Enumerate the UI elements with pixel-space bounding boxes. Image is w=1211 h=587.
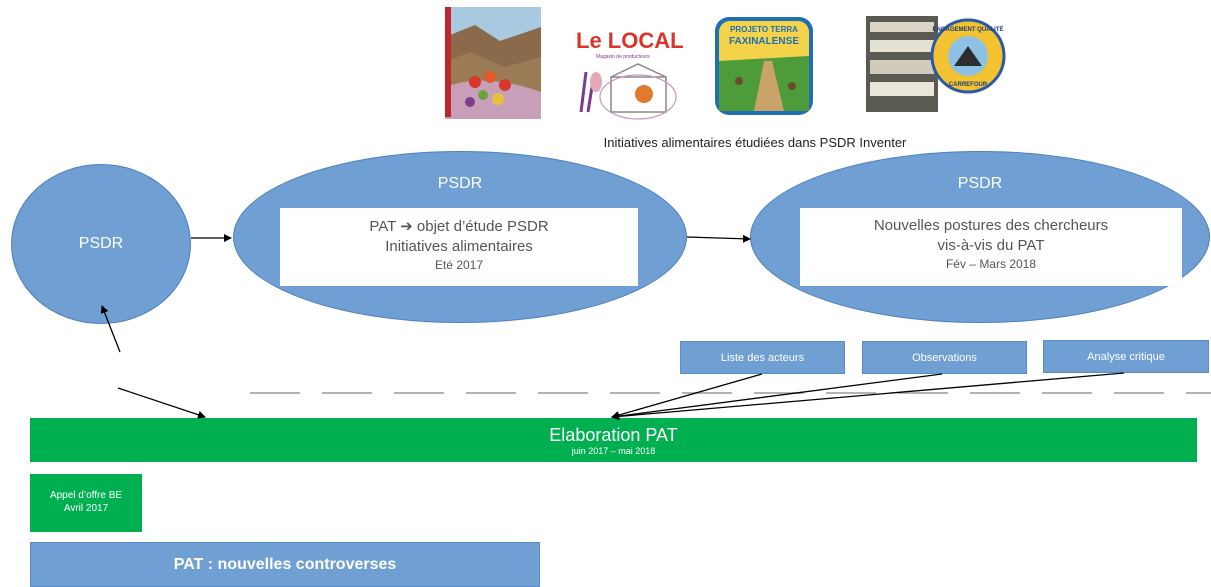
terra-faxinalense-logo: PROJETO TERRA FAXINALENSE <box>714 16 814 116</box>
initiatives-caption: Initiatives alimentaires étudiées dans P… <box>603 135 907 150</box>
middle-line2: Initiatives alimentaires <box>385 238 533 255</box>
arrow-observations-to-elaboration <box>611 373 943 421</box>
le-local-logo: Le LOCAL Magasin de producteurs <box>566 12 686 124</box>
carrefour-quality-logo: ENGAGEMENT QUALITÉ CARREFOUR <box>866 16 1006 112</box>
right-line3: Fév – Mars 2018 <box>945 257 1037 271</box>
analyse-critique-box: Analyse critique <box>1043 340 1209 373</box>
psdr-right-title: PSDR <box>957 175 1003 192</box>
liste-acteurs-box: Liste des acteurs <box>680 341 845 374</box>
psdr-left-ellipse: PSDR <box>11 164 191 324</box>
arrow-to-elaboration <box>117 387 206 419</box>
right-line2: vis-à-vis du PAT <box>937 237 1045 254</box>
terra-top-text: PROJETO TERRA <box>730 25 798 34</box>
le-local-wordmark: Le LOCAL <box>576 28 684 53</box>
poster-logo-image <box>445 7 541 131</box>
engagement-text: ENGAGEMENT QUALITÉ <box>932 25 1003 33</box>
appel-offre-line2: Avril 2017 <box>63 503 109 514</box>
psdr-left-label: PSDR <box>78 235 124 252</box>
middle-line1: PAT ➔ objet d’étude PSDR <box>369 218 549 235</box>
arrow-middle-to-right <box>686 234 751 243</box>
elaboration-pat-bar: Elaboration PAT juin 2017 – mai 2018 <box>30 418 1197 462</box>
elaboration-dates: juin 2017 – mai 2018 <box>571 446 656 456</box>
observations-box: Observations <box>862 341 1027 374</box>
appel-offre-box: Appel d’offre BE Avril 2017 <box>30 474 142 532</box>
elaboration-title: Elaboration PAT <box>549 425 678 445</box>
pat-controverses-bar: PAT : nouvelles controverses <box>30 542 540 587</box>
carrefour-text: CARREFOUR <box>949 82 988 88</box>
arrow-analyse-to-elaboration <box>611 372 1125 421</box>
psdr-middle-content: PAT ➔ objet d’étude PSDR Initiatives ali… <box>280 208 638 286</box>
pat-controverses-label: PAT : nouvelles controverses <box>173 555 397 573</box>
psdr-middle-title: PSDR <box>437 175 483 192</box>
le-local-tagline: Magasin de producteurs <box>596 54 650 60</box>
right-line1: Nouvelles postures des chercheurs <box>873 217 1109 234</box>
psdr-right-content: Nouvelles postures des chercheurs vis-à-… <box>800 208 1182 286</box>
appel-offre-line1: Appel d’offre BE <box>49 490 123 501</box>
terra-bottom-text: FAXINALENSE <box>729 36 799 47</box>
middle-line3: Eté 2017 <box>434 258 484 272</box>
arrow-acteurs-to-elaboration <box>611 373 763 419</box>
